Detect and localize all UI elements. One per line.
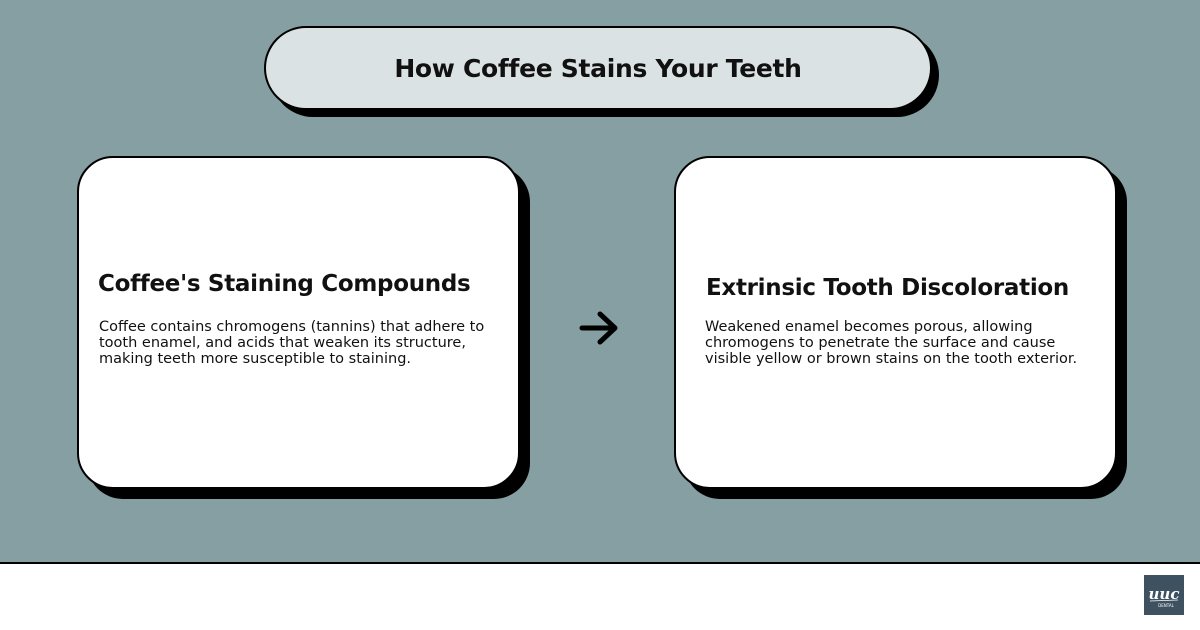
footer-bar xyxy=(0,562,1200,630)
logo-script: uuc xyxy=(1149,585,1180,603)
effect-heading: Extrinsic Tooth Discoloration xyxy=(706,275,1069,301)
title-banner: How Coffee Stains Your Teeth xyxy=(264,26,932,110)
arrow-right-icon xyxy=(579,311,618,345)
logo-caption: DENTAL xyxy=(1158,603,1174,608)
cause-card: Coffee's Staining Compounds Coffee conta… xyxy=(77,156,520,489)
effect-description: Weakened enamel becomes porous, allowing… xyxy=(705,319,1078,367)
dental-logo: uuc DENTAL xyxy=(1144,575,1184,615)
diagram-background: How Coffee Stains Your Teeth Coffee's St… xyxy=(0,0,1200,562)
effect-card: Extrinsic Tooth Discoloration Weakened e… xyxy=(674,156,1117,489)
cause-heading: Coffee's Staining Compounds xyxy=(98,271,471,297)
cause-description: Coffee contains chromogens (tannins) tha… xyxy=(99,319,485,367)
diagram-title: How Coffee Stains Your Teeth xyxy=(394,53,802,83)
